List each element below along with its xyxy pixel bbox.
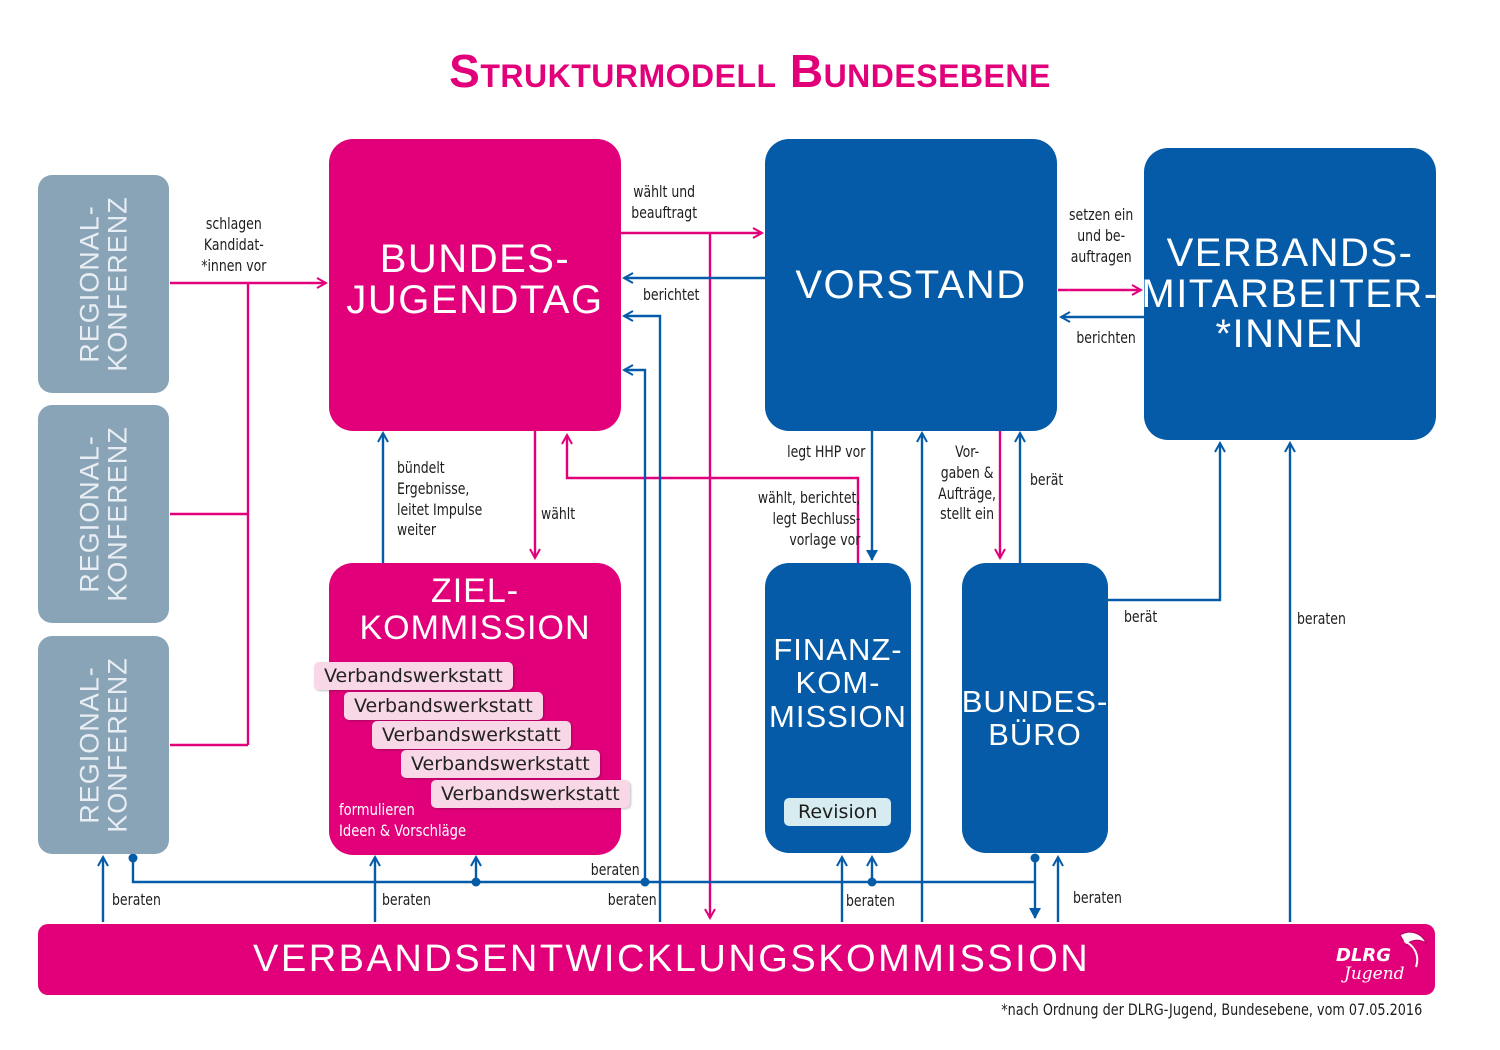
label-waehlt-berichtet: wählt, berichtet, legt Bechluss- vorlage… [757,488,860,549]
label-beraten-finanz: beraten [846,891,895,910]
svg-text:DLRG: DLRG [1336,945,1391,966]
regional-conference-1: REGIONAL- KONFERENZ [38,175,169,393]
dlrg-jugend-logo: DLRG Jugend [1336,931,1428,984]
verbandswerkstatt-tag-5: Verbandswerkstatt [431,780,630,808]
footnote: *nach Ordnung der DLRG-Jugend, Bundesebe… [1001,1000,1422,1019]
label-schlagen-kandidaten: schlagen Kandidat- *innen vor [201,214,267,275]
bundesjugendtag-label: BUNDES- JUGENDTAG [346,237,604,322]
regional-conference-2: REGIONAL- KONFERENZ [38,405,169,623]
vorstand-label: VORSTAND [795,262,1027,307]
svg-text:Jugend: Jugend [1341,964,1405,984]
bundesjugendtag-box: BUNDES- JUGENDTAG [329,139,621,431]
label-waehlt: wählt [541,504,576,523]
label-waehlt-beauftragt: wählt und beauftragt [631,182,698,222]
label-beraten-bjt-1: beraten [591,860,640,879]
verbandswerkstatt-tag-2: Verbandswerkstatt [344,692,543,720]
label-beraten-ziel: beraten [382,890,431,909]
zielkommission-label: ZIEL- KOMMISSION [359,572,591,647]
verbandswerkstatt-tag-4: Verbandswerkstatt [401,750,600,778]
label-berichten: berichten [1076,328,1136,347]
verbandswerkstatt-tag-3: Verbandswerkstatt [372,721,571,749]
regional-conference-3-label: REGIONAL- KONFERENZ [74,657,133,833]
label-beraten-bjt-2: beraten [608,890,657,909]
revision-tag: Revision [784,798,892,826]
verbandswerkstatt-tag-1: Verbandswerkstatt [314,662,513,690]
verbandsentwicklungskommission-label: VERBANDSENTWICKLUNGSKOMMISSION [253,938,1091,980]
label-beraet-vorstand: berät [1030,470,1064,489]
regional-conference-2-label: REGIONAL- KONFERENZ [74,426,133,602]
label-vorgaben: Vor- gaben & Aufträge, stellt ein [938,442,997,524]
label-berichtet: berichtet [643,285,700,304]
verbandsmitarbeiter-label: VERBANDS- MITARBEITER- *INNEN [1141,230,1439,357]
bundesbuero-label: BUNDES- BÜRO [961,683,1109,752]
label-beraten-mitarbeiter: beraten [1297,609,1346,628]
bundesbuero-box: BUNDES- BÜRO [962,563,1108,853]
label-setzen-ein: setzen ein und be- auftragen [1069,205,1134,266]
finanzkommission-label: FINANZ- KOM- MISSION [769,632,907,734]
zielkommission-note: formulieren Ideen & Vorschläge [339,800,467,840]
label-beraten-buero: beraten [1073,888,1122,907]
verbandsmitarbeiter-box: VERBANDS- MITARBEITER- *INNEN [1141,148,1439,440]
regional-conference-1-label: REGIONAL- KONFERENZ [74,196,133,372]
page-title: Strukturmodell Bundesebene [449,45,1051,97]
label-beraet-mitarbeiter: berät [1124,607,1158,626]
verbandsentwicklungskommission-bar: VERBANDSENTWICKLUNGSKOMMISSION [38,924,1435,995]
label-legt-hhp-vor: legt HHP vor [786,442,865,461]
regional-conference-3: REGIONAL- KONFERENZ [38,636,169,854]
label-buendelt: bündelt Ergebnisse, leitet Impulse weite… [397,458,483,540]
label-beraten-regional: beraten [112,890,161,909]
vorstand-box: VORSTAND [765,139,1057,431]
